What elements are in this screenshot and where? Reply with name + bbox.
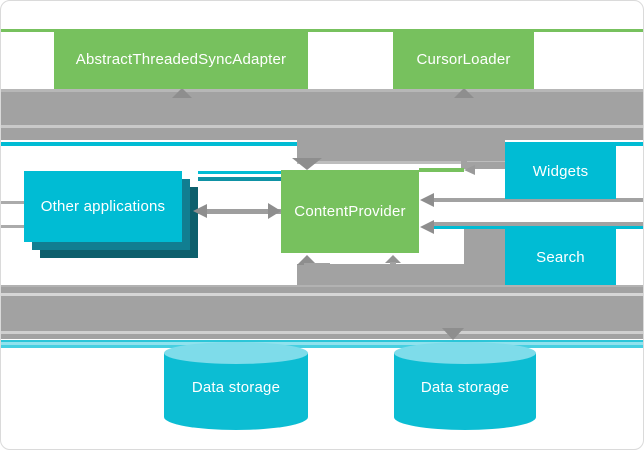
- node-cursorloader-label: CursorLoader: [416, 50, 511, 68]
- data-storage-left-top: [164, 342, 308, 364]
- arrow-block-lower-right: [297, 264, 505, 288]
- node-abstractthreadedsyncadapter: AbstractThreadedSyncAdapter: [54, 29, 308, 89]
- data-storage-left-body: [164, 353, 308, 430]
- arrow-band-top-2: [1, 128, 643, 140]
- node-contentprovider-label: ContentProvider: [294, 203, 406, 220]
- arrow-shaft-search: [434, 222, 643, 226]
- arrowhead-bidirectional-right: [268, 203, 281, 219]
- arrow-shaft-storage-right: [390, 262, 396, 289]
- stretched-line-left-2: [1, 225, 24, 228]
- node-data-storage-left: Data storage: [164, 376, 308, 398]
- arrowhead-up-syncadapter: [172, 88, 192, 98]
- stretched-otherapps-shadow-line: [198, 177, 281, 181]
- node-search: Search: [505, 228, 616, 286]
- arrow-shaft-storage-left: [304, 263, 330, 289]
- arrowhead-down-contentprovider: [292, 158, 322, 170]
- stretched-green-top-line: [1, 29, 643, 32]
- arrowhead-bidirectional-left: [193, 204, 207, 218]
- stretched-cylinder-rim-stripes: [1, 340, 643, 348]
- node-data-storage-left-label: Data storage: [191, 378, 281, 396]
- node-contentprovider: ContentProvider: [281, 170, 419, 253]
- data-storage-right-top: [394, 342, 536, 364]
- node-widgets-label: Widgets: [532, 162, 589, 180]
- stretched-otherapps-top-line: [198, 171, 281, 174]
- stretched-contentprovider-top-line: [419, 168, 464, 172]
- node-data-storage-right-label: Data storage: [420, 378, 510, 396]
- node-widgets: Widgets: [505, 143, 616, 199]
- arrowhead-up-storage-left: [297, 255, 317, 265]
- arrowhead-left-search: [420, 220, 434, 234]
- arrow-hbar-widgets: [461, 162, 505, 169]
- node-cursorloader: CursorLoader: [393, 29, 534, 89]
- arrow-shaft-bidirectional: [198, 209, 281, 214]
- node-other-applications-label: Other applications: [40, 198, 166, 215]
- arrowhead-up-cursorloader: [454, 88, 474, 98]
- node-search-label: Search: [536, 248, 585, 266]
- stretched-line-left-1: [1, 201, 24, 204]
- node-data-storage-right: Data storage: [394, 376, 536, 398]
- arrowhead-left-widgets: [420, 193, 434, 207]
- arrow-block-upper: [297, 140, 505, 164]
- data-storage-right-body: [394, 353, 536, 430]
- arrow-band-bottom: [1, 285, 643, 339]
- arrow-shaft-widgets: [434, 198, 643, 202]
- arrowhead-left-small: [464, 165, 475, 175]
- node-abstractthreadedsyncadapter-label: AbstractThreadedSyncAdapter: [75, 50, 287, 68]
- arrow-band-top: [1, 89, 643, 128]
- arrowhead-down-storage: [442, 328, 464, 340]
- arrow-vline-cursorloader: [461, 140, 467, 166]
- node-other-applications: Other applications: [24, 171, 182, 242]
- arrowhead-up-storage-right: [385, 255, 401, 263]
- stretched-search-top-line: [434, 226, 643, 229]
